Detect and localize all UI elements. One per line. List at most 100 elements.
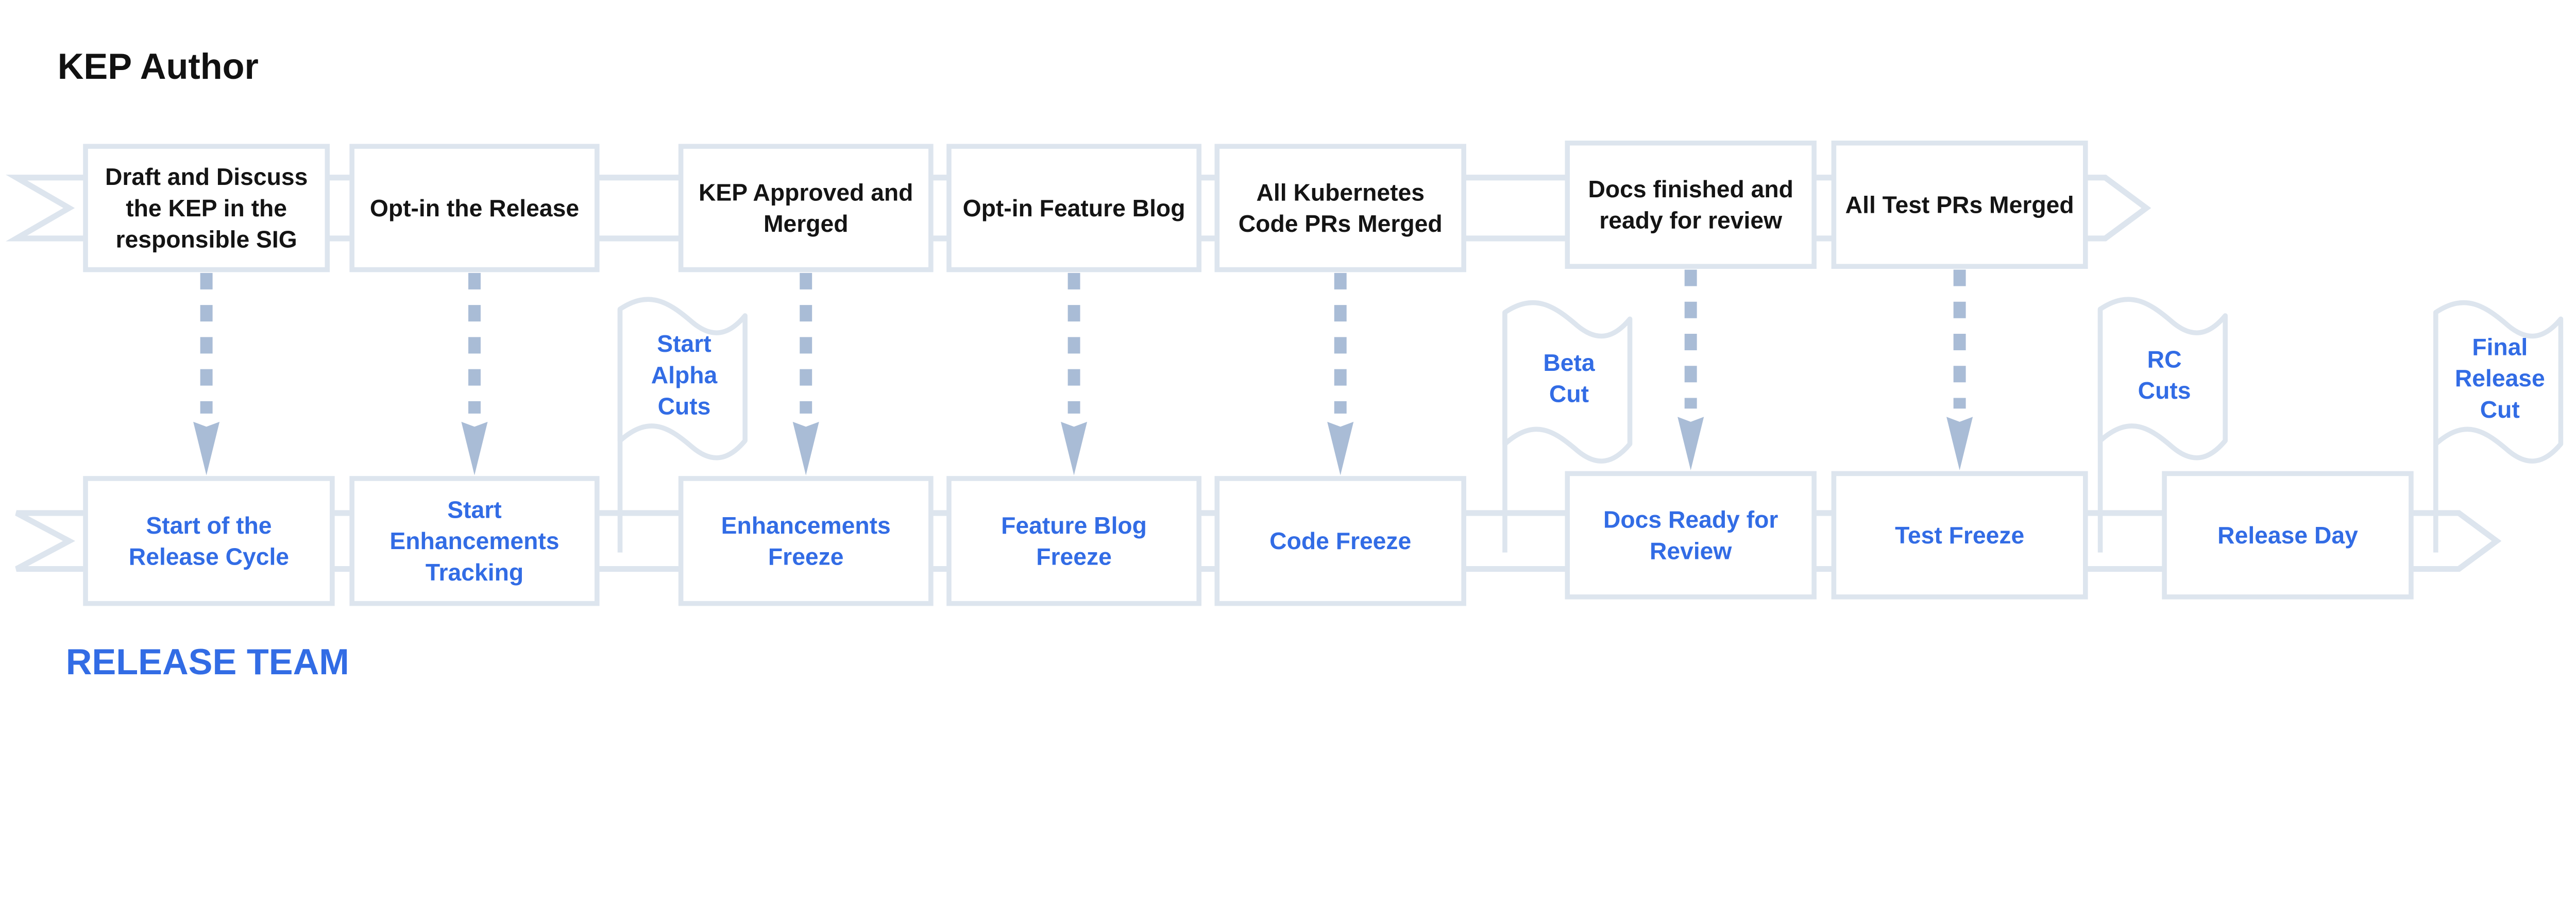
arrow-head-icon xyxy=(193,421,220,475)
kep-author-step[interactable]: Opt-in the Release xyxy=(349,144,600,272)
kep-author-step[interactable]: Docs finished and ready for review xyxy=(1565,140,1817,269)
arrow-head-icon xyxy=(1946,417,1973,470)
release-milestone-label: Release Day xyxy=(2217,522,2358,549)
flag-label-line: Alpha xyxy=(651,362,718,388)
dependency-arrows xyxy=(193,269,1973,475)
kep-author-step-label-line: Opt-in Feature Blog xyxy=(963,195,1185,221)
arrow-head-icon xyxy=(461,421,488,475)
release-team-heading: RELEASE TEAM xyxy=(66,641,349,682)
release-milestone-label-line: Docs Ready for xyxy=(1603,506,1778,533)
dependency-arrow xyxy=(1946,269,1973,470)
kep-author-step-label: Docs finished and ready for review xyxy=(1588,176,1793,234)
release-milestone-label-line: Feature Blog xyxy=(1001,512,1147,539)
kep-author-step-label: All Test PRs Merged xyxy=(1845,191,2074,218)
flag-label-line: Cuts xyxy=(2138,377,2191,404)
flag-label-line: Cut xyxy=(2480,396,2520,423)
release-milestone-label-line: Release Cycle xyxy=(129,543,289,570)
release-milestone-label-line: Start xyxy=(447,497,501,523)
release-milestone-frame xyxy=(1565,471,1817,600)
kep-author-step-frame xyxy=(349,144,600,272)
kep-author-step-frame xyxy=(946,144,1201,272)
release-milestone-frame xyxy=(349,476,600,606)
kep-author-step-label-line: Docs finished and xyxy=(1588,176,1793,202)
dependency-arrow xyxy=(461,272,488,475)
release-milestone-frame xyxy=(946,476,1201,606)
release-milestone-label-line: Review xyxy=(1650,537,1732,564)
kep-author-step-label-line: responsible SIG xyxy=(116,226,297,252)
release-milestone-label-line: Test Freeze xyxy=(1895,522,2024,549)
release-milestone[interactable]: Code Freeze xyxy=(1214,476,1466,606)
dependency-arrow xyxy=(1327,272,1354,475)
kep-author-heading: KEP Author xyxy=(58,46,259,87)
kep-author-step-frame xyxy=(1565,140,1817,269)
kep-author-step-frame xyxy=(1831,140,2088,269)
arrow-head-icon xyxy=(1677,417,1704,470)
flag-label-line: Cut xyxy=(1549,381,1589,407)
flag-banner xyxy=(2433,300,2564,464)
release-milestone-label-line: Release Day xyxy=(2217,522,2358,549)
release-flag: RC Cuts xyxy=(2097,297,2228,553)
kep-author-step[interactable]: Opt-in Feature Blog xyxy=(946,144,1201,272)
flag-label-line: Cuts xyxy=(658,393,711,419)
release-milestone-label: Code Freeze xyxy=(1269,527,1411,554)
flag-banner xyxy=(2097,297,2228,460)
flag-label-line: Final xyxy=(2472,334,2528,361)
kep-author-step-label-line: All Test PRs Merged xyxy=(1845,191,2074,218)
dependency-arrow xyxy=(1061,272,1088,475)
kep-author-step-label: Opt-in the Release xyxy=(370,195,579,221)
flag-banner xyxy=(617,297,748,460)
release-milestone-label: Test Freeze xyxy=(1895,522,2024,549)
kep-author-step[interactable]: All Test PRs Merged xyxy=(1831,140,2088,269)
kep-author-step-frame xyxy=(1214,144,1466,272)
kep-author-step-frame xyxy=(678,144,934,272)
kep-author-step-label-line: ready for review xyxy=(1599,207,1783,234)
release-milestone-frame xyxy=(1214,476,1466,606)
kep-author-step-label-line: the KEP in the xyxy=(126,195,287,221)
kep-author-step-label: Opt-in Feature Blog xyxy=(963,195,1185,221)
release-milestone-label-line: Freeze xyxy=(768,543,844,570)
dependency-arrow xyxy=(792,272,819,475)
arrow-head-icon xyxy=(1061,421,1088,475)
release-milestone[interactable]: Test Freeze xyxy=(1831,471,2088,600)
release-milestone-label-line: Freeze xyxy=(1036,543,1112,570)
release-milestone-label-line: Enhancements xyxy=(389,527,559,554)
dependency-arrow xyxy=(1677,269,1704,470)
flag-label-line: Release xyxy=(2455,365,2545,391)
flag-label-line: Beta xyxy=(1543,349,1596,376)
release-milestone-label-line: Code Freeze xyxy=(1269,527,1411,554)
release-milestone[interactable]: Release Day xyxy=(2162,471,2414,600)
release-milestone-frame xyxy=(83,476,335,606)
release-milestone-frame xyxy=(678,476,934,606)
arrow-head-icon xyxy=(792,421,819,475)
kep-author-step-label-line: Merged xyxy=(764,210,849,237)
kep-author-step-label-line: KEP Approved and xyxy=(699,179,913,206)
flag-label-line: Start xyxy=(657,330,711,357)
arrow-head-icon xyxy=(1327,421,1354,475)
flag-label-line: RC xyxy=(2147,346,2182,372)
kep-author-step-label-line: Code PRs Merged xyxy=(1239,210,1443,237)
kep-author-step-label-line: All Kubernetes xyxy=(1256,179,1425,206)
release-milestone-frame xyxy=(1831,471,2088,600)
